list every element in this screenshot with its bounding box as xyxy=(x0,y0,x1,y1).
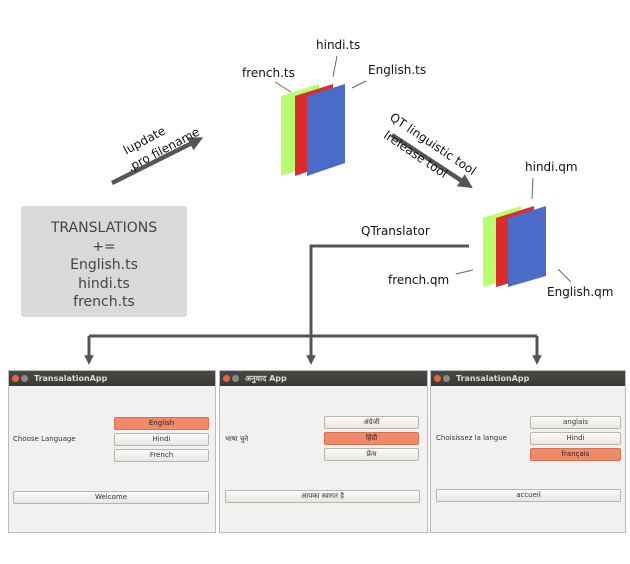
language-option-french[interactable]: français xyxy=(530,448,621,461)
language-option-hindi[interactable]: Hindi xyxy=(530,432,621,445)
minimize-icon[interactable] xyxy=(232,375,239,382)
welcome-button[interactable]: accueil xyxy=(436,489,621,502)
hindi-ts-label: hindi.ts xyxy=(316,38,361,52)
french-qm-leader xyxy=(455,269,474,275)
ts-file-stack xyxy=(281,84,345,176)
minimize-icon[interactable] xyxy=(443,375,450,382)
window-title: TransalationApp xyxy=(456,374,530,383)
close-icon[interactable] xyxy=(223,375,230,382)
qtranslator-label: QTranslator xyxy=(361,224,430,238)
language-option-hindi[interactable]: Hindi xyxy=(114,433,209,446)
close-icon[interactable] xyxy=(434,375,441,382)
title-bar: अनुवाद App xyxy=(220,371,427,386)
welcome-button[interactable]: Welcome xyxy=(13,491,209,504)
translations-line: English.ts xyxy=(70,257,138,273)
french-qm-label: french.qm xyxy=(388,273,450,287)
french-ts-leader xyxy=(274,81,292,93)
language-option-english[interactable]: English xyxy=(114,417,209,430)
english-qm-leader xyxy=(557,268,572,283)
translations-line: TRANSLATIONS xyxy=(50,220,158,236)
choose-language-label: भाषा चुने xyxy=(225,435,249,443)
close-icon[interactable] xyxy=(12,375,19,382)
english-ts-leader xyxy=(351,80,367,89)
language-option-french[interactable]: फ्रेंच xyxy=(324,448,419,461)
translations-line: += xyxy=(92,238,116,255)
english-qm-label: English.qm xyxy=(547,285,614,299)
title-bar: TransalationApp xyxy=(9,371,215,386)
hindi-qm-leader xyxy=(531,177,534,200)
qm-file-stack xyxy=(483,206,546,287)
language-option-english[interactable]: anglais xyxy=(530,416,621,429)
translations-line: hindi.ts xyxy=(78,275,130,292)
app-window-french: TransalationApp Choisissez la langue ang… xyxy=(430,370,626,533)
french-ts-label: french.ts xyxy=(242,66,295,80)
window-title: अनुवाद App xyxy=(245,374,287,383)
translations-line: french.ts xyxy=(73,294,135,310)
app-window-english: TransalationApp Choose Language English … xyxy=(8,370,216,533)
choose-language-label: Choose Language xyxy=(13,435,76,443)
window-title: TransalationApp xyxy=(34,374,108,383)
english-qm-sheet xyxy=(508,206,546,287)
welcome-button[interactable]: आपका स्वागत है xyxy=(225,490,420,503)
english-ts-label: English.ts xyxy=(368,63,427,77)
language-option-hindi[interactable]: हिंदी xyxy=(324,432,419,445)
hindi-ts-leader xyxy=(332,55,338,78)
language-option-french[interactable]: French xyxy=(114,449,209,462)
translations-box: TRANSLATIONS += English.ts hindi.ts fren… xyxy=(21,206,187,317)
language-option-english[interactable]: अंग्रेजी xyxy=(324,416,419,429)
app-window-hindi: अनुवाद App भाषा चुने अंग्रेजी हिंदी फ्रे… xyxy=(219,370,428,533)
choose-language-label: Choisissez la langue xyxy=(436,434,507,442)
lrelease-arrow xyxy=(390,133,473,189)
qtranslator-connector xyxy=(306,244,469,365)
hindi-qm-label: hindi.qm xyxy=(525,160,578,174)
english-ts-sheet xyxy=(307,84,345,176)
lupdate-arrow xyxy=(110,137,204,186)
minimize-icon[interactable] xyxy=(21,375,28,382)
title-bar: TransalationApp xyxy=(431,371,625,386)
